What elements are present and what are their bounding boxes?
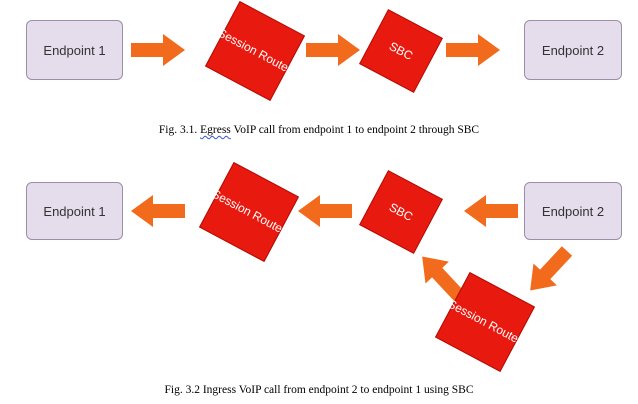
fig1-caption: Fig. 3.1. Egress VoIP call from endpoint… [0, 124, 638, 136]
fig1-endpoint-2-label: Endpoint 2 [541, 42, 605, 58]
fig2-session-router-top-label: Session Router [209, 186, 289, 238]
arrow-router-to-sbc [306, 34, 360, 66]
fig2-endpoint-1: Endpoint 1 [26, 182, 123, 240]
fig1-endpoint-2: Endpoint 2 [524, 20, 622, 80]
arrow-endpoint1-to-router [131, 34, 185, 66]
fig2-caption-text: Fig. 3.2 Ingress VoIP call from endpoint… [164, 384, 474, 396]
fig1-sbc-label: SBC [386, 39, 416, 63]
fig2-caption: Fig. 3.2 Ingress VoIP call from endpoint… [0, 384, 638, 396]
fig1-session-router-label: Session Router [215, 25, 295, 77]
fig1-caption-word: Egress [200, 124, 231, 136]
fig2-endpoint-2-label: Endpoint 2 [541, 203, 605, 219]
arrow-router-to-endpoint1 [131, 195, 185, 227]
fig2-session-router-bottom-label: Session Router [445, 296, 525, 348]
fig1-endpoint-1-label: Endpoint 1 [43, 42, 106, 58]
fig1-endpoint-1: Endpoint 1 [26, 20, 123, 80]
fig1-caption-prefix: Fig. 3.1. [158, 124, 198, 136]
arrow-sbc-to-endpoint2 [446, 34, 500, 66]
fig1-caption-rest: VoIP call from endpoint 1 to endpoint 2 … [233, 124, 480, 136]
fig2-endpoint-1-label: Endpoint 1 [43, 203, 106, 219]
arrow-sbc-to-router [298, 195, 352, 227]
fig2-sbc-label: SBC [386, 200, 416, 224]
fig2-endpoint-2: Endpoint 2 [524, 182, 622, 240]
arrow-endpoint2-to-router-bottom [518, 240, 579, 302]
arrow-endpoint2-to-sbc [464, 195, 518, 227]
